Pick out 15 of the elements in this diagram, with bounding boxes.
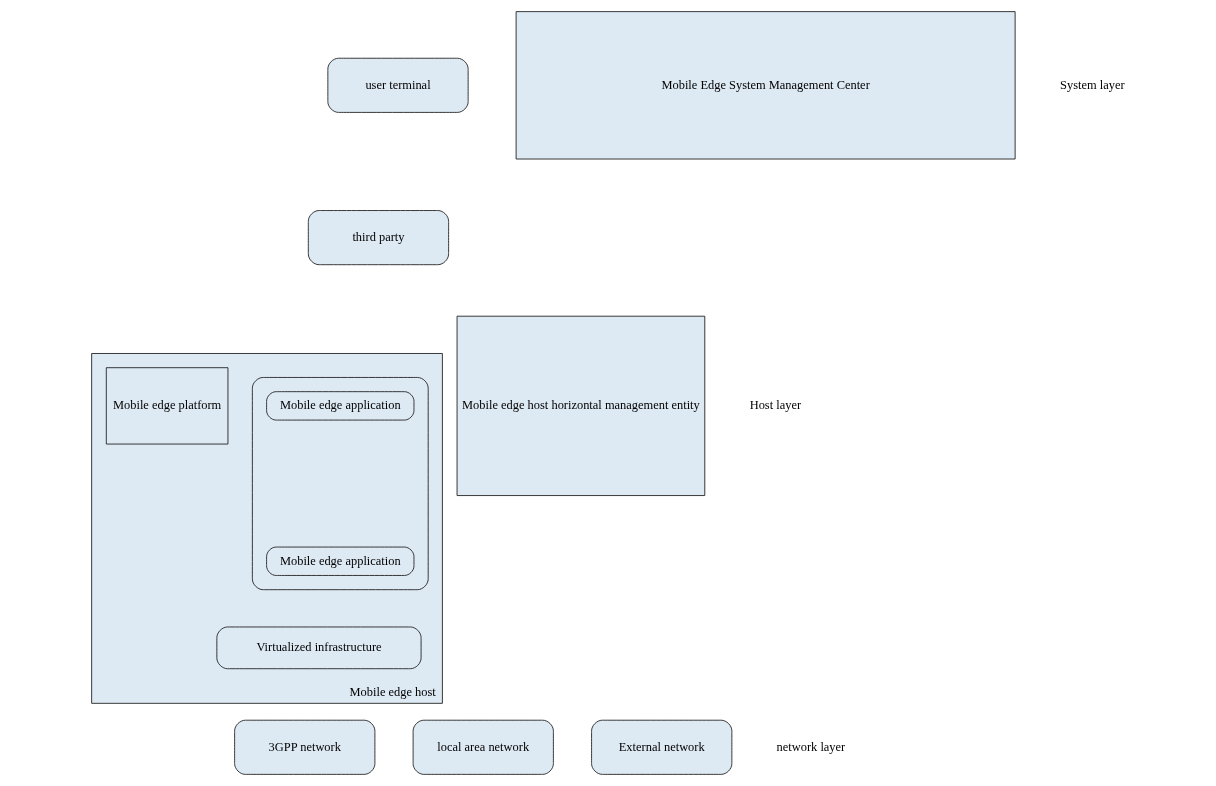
- node-box: Mobile Edge System Management Center: [515, 11, 1016, 160]
- node-box: Mobile edge host horizontal management entity: [456, 315, 706, 496]
- node-box: External network: [591, 719, 733, 775]
- label: Host layer: [749, 398, 802, 413]
- node-box: local area network: [412, 719, 554, 775]
- node-box: Virtualized infrastructure: [216, 626, 422, 670]
- node-box: third party: [307, 210, 450, 266]
- cluster: [251, 377, 429, 591]
- label: System layer: [1060, 77, 1125, 92]
- node-box: 3GPP network: [234, 719, 376, 775]
- node-box: Mobile edge application: [266, 391, 415, 421]
- node-box: Mobile edge application: [266, 546, 415, 576]
- node-box: user terminal: [327, 57, 469, 113]
- node-box: Mobile edge platform: [105, 367, 229, 445]
- label: network layer: [776, 739, 846, 754]
